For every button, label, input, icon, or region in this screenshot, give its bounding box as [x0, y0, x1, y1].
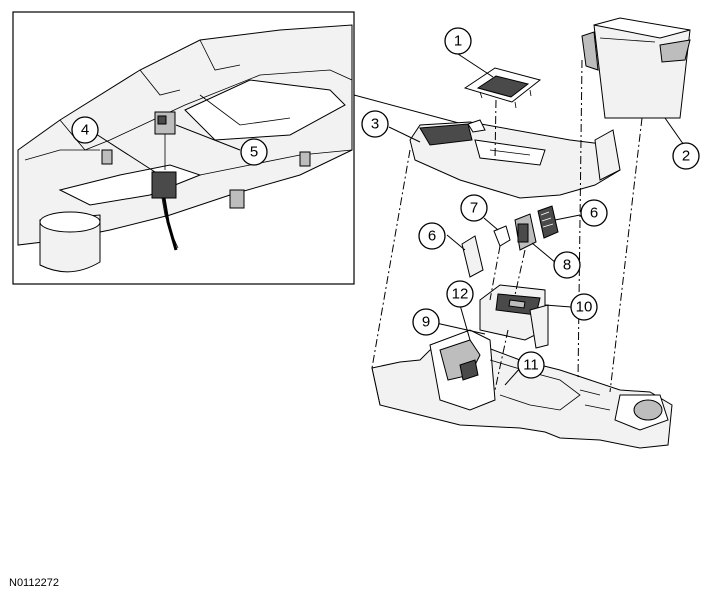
callout-4: 4	[71, 116, 99, 144]
callout-5-label: 5	[250, 144, 258, 161]
callout-7-label: 7	[470, 200, 478, 217]
callout-8-label: 8	[563, 257, 571, 274]
part-handle	[514, 213, 537, 251]
part-shifter-housing	[479, 284, 549, 349]
callout-1: 1	[444, 27, 472, 55]
part-storage-bin	[581, 17, 691, 119]
callout-2: 2	[672, 142, 700, 170]
part-bezel	[463, 67, 542, 109]
callout-2-label: 2	[682, 148, 690, 165]
callout-10-label: 10	[576, 299, 593, 316]
callout-3-label: 3	[371, 116, 379, 133]
callout-3: 3	[361, 110, 389, 138]
callout-9: 9	[412, 308, 440, 336]
callout-6-left-label: 6	[428, 228, 436, 245]
figure-id: N0112272	[9, 577, 59, 589]
part-console-base	[371, 329, 673, 449]
callout-7: 7	[460, 194, 488, 222]
inset-reference-line	[353, 94, 471, 127]
part-bracket	[493, 225, 511, 247]
callout-9-label: 9	[422, 314, 430, 331]
callout-6-right-label: 6	[590, 205, 598, 222]
inset-detail-view	[12, 11, 355, 285]
callout-6-right: 6	[580, 199, 608, 227]
callout-1-label: 1	[454, 33, 462, 50]
callout-12: 12	[446, 280, 474, 308]
part-trim-cover-left	[461, 235, 484, 278]
callout-11-label: 11	[523, 357, 539, 374]
part-console-top-panel	[409, 119, 621, 199]
callout-8: 8	[553, 251, 581, 279]
part-trim-cover-right	[537, 205, 559, 239]
assembly-lines	[371, 59, 643, 393]
callout-10: 10	[570, 293, 598, 321]
callout-11: 11	[517, 351, 545, 379]
callout-12-label: 12	[452, 286, 469, 303]
callout-4-label: 4	[81, 122, 89, 139]
callout-5: 5	[240, 138, 268, 166]
callout-6-left: 6	[418, 222, 446, 250]
